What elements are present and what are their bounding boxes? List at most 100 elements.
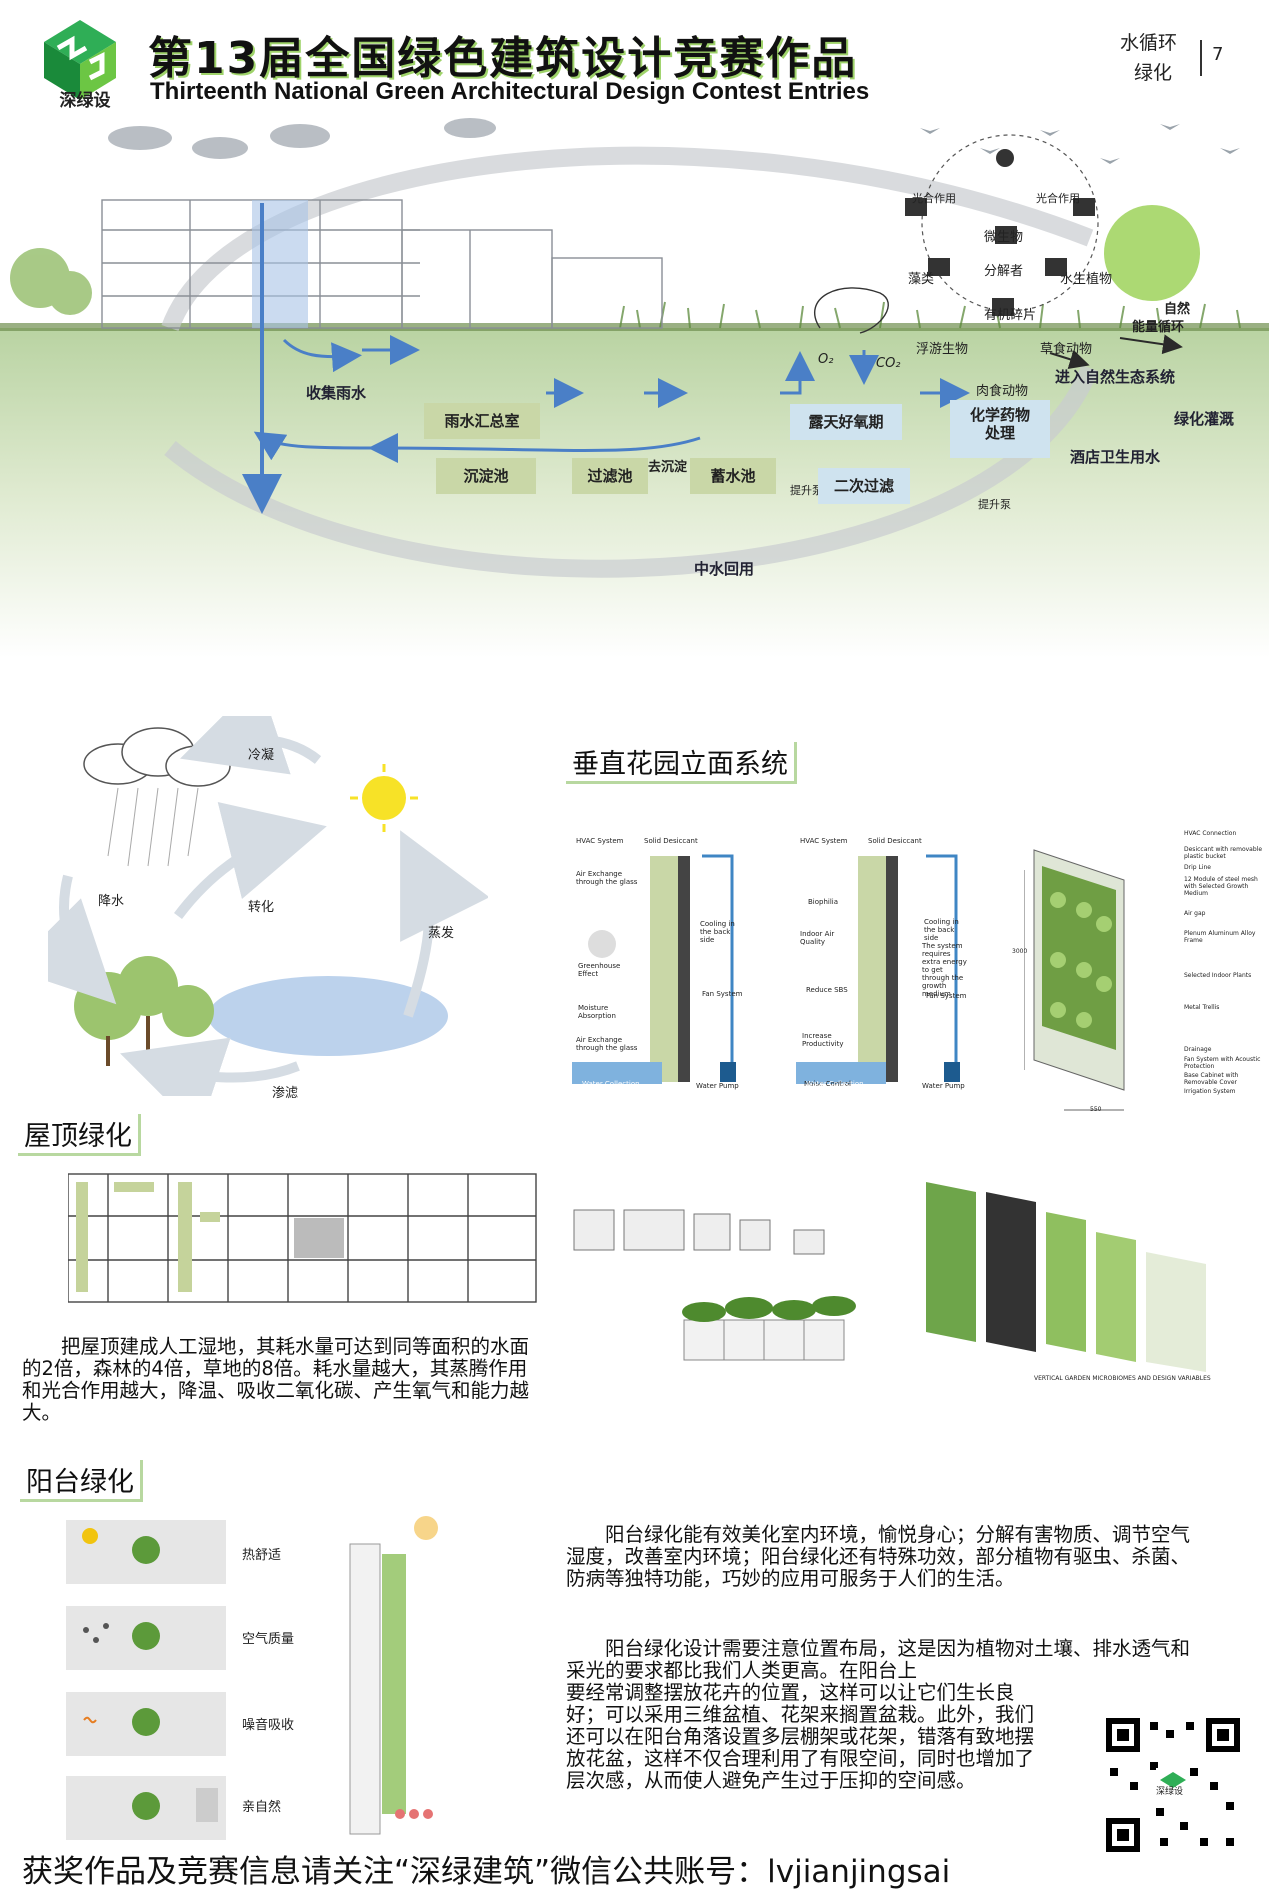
d1-water: Water Collection <box>582 1080 640 1088</box>
chem-label-1: 化学药物 <box>969 406 1030 424</box>
d3-module: 12 Module of steel mesh with Selected Gr… <box>1184 876 1258 897</box>
eco-algae: 藻类 <box>908 272 935 287</box>
d3-irrig: Irrigation System <box>1184 1088 1236 1095</box>
enter-eco-label: 进入自然生态系统 <box>1055 368 1176 386</box>
d3-hvac: HVAC Connection <box>1184 830 1237 837</box>
collect-rain-label: 收集雨水 <box>306 384 367 402</box>
secondary-filter-box: 二次过滤 <box>818 468 910 504</box>
d2-solid: Solid Desiccant <box>868 837 922 845</box>
eco-plankton: 浮游生物 <box>916 342 969 357</box>
logo-icon <box>44 20 116 100</box>
balcony-item-2: 空气质量 <box>242 1632 295 1647</box>
balcony-item-4: 亲自然 <box>242 1800 282 1815</box>
d1-solid: Solid Desiccant <box>644 837 698 845</box>
irrigation-label: 绿化灌溉 <box>1174 410 1235 428</box>
d2-hvac: HVAC System <box>800 837 848 845</box>
d1-cool: Cooling in the back side <box>700 920 735 944</box>
eco-energy1: 自然 <box>1164 302 1191 317</box>
qr-label: 深绿设 <box>1156 1787 1184 1797</box>
water-cycle-diagram <box>0 118 1269 658</box>
d2-fan: Fan System <box>926 992 967 1000</box>
reuse-label: 中水回用 <box>694 560 755 578</box>
vg-diagram-1 <box>572 836 740 1102</box>
d1-fan: Fan System <box>702 990 743 998</box>
d3-plants: Selected Indoor Plants <box>1184 972 1252 979</box>
hotel-label: 酒店卫生用水 <box>1070 448 1161 466</box>
page-title: 第13届全国绿色建筑设计竞赛作品 <box>148 33 858 84</box>
d1-green: Greenhouse Effect <box>578 962 621 978</box>
seep-label: 渗滤 <box>272 1086 299 1101</box>
eco-energy2: 能量循环 <box>1132 320 1185 335</box>
balcony-icons <box>66 1520 226 1840</box>
eco-microbes: 微生物 <box>984 230 1024 245</box>
d2-indoor: Indoor Air Quality <box>800 930 835 946</box>
pump1-label: 提升泵 <box>790 484 823 497</box>
open-oxygen-box: 露天好氧期 <box>790 404 902 440</box>
vg-diagram-3 <box>1024 849 1125 1111</box>
roof-text: 把屋顶建成人工湿地，其耗水量可达到同等面积的水面的2倍，森林的4倍，草地的8倍。… <box>22 1335 530 1424</box>
topic-tag-line1: 水循环 <box>1120 32 1178 54</box>
d3-drain: Drainage <box>1184 1046 1212 1053</box>
sediment-box: 沉淀池 <box>436 458 536 494</box>
balcony-item-1: 热舒适 <box>242 1548 282 1563</box>
eco-aquatic: 水生植物 <box>1060 272 1113 287</box>
filter-box: 过滤池 <box>572 458 648 494</box>
d2-extra: The system requires extra energy to get … <box>922 942 967 998</box>
eco-decomposer: 分解者 <box>984 264 1024 279</box>
pump2-label: 提升泵 <box>978 498 1011 511</box>
storage-box: 蓄水池 <box>690 458 776 494</box>
eco-photosyn1: 光合作用 <box>912 192 956 205</box>
d3-trellis: Metal Trellis <box>1184 1004 1220 1011</box>
page-subtitle: Thirteenth National Green Architectural … <box>150 78 870 105</box>
to-sediment-label: 去沉淀 <box>648 460 688 475</box>
vg-microbiome-explode <box>926 1182 1206 1372</box>
eco-photosyn2: 光合作用 <box>1036 192 1080 205</box>
d3-dim-h: 3000 <box>1012 948 1028 955</box>
o2-label: O₂ <box>818 352 834 367</box>
vg-diagram-2 <box>796 836 964 1102</box>
d2-bio: Biophilia <box>808 898 839 906</box>
balcony-text-1: 阳台绿化能有效美化室内环境，愉悦身心；分解有害物质、调节空气湿度，改善室内环境；… <box>566 1523 1191 1590</box>
roof-title: 屋顶绿化 <box>18 1114 141 1156</box>
d1-hvac: HVAC System <box>576 837 624 845</box>
tag-divider <box>1200 40 1202 76</box>
d3-gap: Air gap <box>1184 910 1206 917</box>
chem-treatment-box: 化学药物 处理 <box>950 400 1050 458</box>
evap-label: 蒸发 <box>428 926 455 941</box>
d1-moist: Moisture Absorption <box>578 1004 616 1020</box>
d3-cabinet: Base Cabinet with Removable Cover <box>1184 1072 1239 1086</box>
condense-label: 冷凝 <box>248 748 275 763</box>
eco-carnivore: 肉食动物 <box>976 384 1029 399</box>
micro-caption: VERTICAL GARDEN MICROBIOMES AND DESIGN V… <box>1034 1375 1211 1382</box>
eco-herbivore: 草食动物 <box>1040 342 1093 357</box>
d1-air1: Air Exchange through the glass <box>576 870 638 886</box>
qr-code[interactable] <box>1100 1712 1246 1858</box>
nature-cycle-diagram <box>48 716 488 1096</box>
balcony-title: 阳台绿化 <box>20 1460 143 1502</box>
eco-debris: 有机碎片 <box>984 308 1037 323</box>
logo-text: 深绿设 <box>59 91 111 111</box>
d2-water: Water Collection <box>806 1080 864 1088</box>
d3-desic: Desiccant with removable plastic bucket <box>1184 846 1263 860</box>
d1-pump: Water Pump <box>696 1082 739 1090</box>
d3-plenum: Plenum Aluminum Alloy Frame <box>1184 930 1256 944</box>
co2-label: CO₂ <box>876 356 901 371</box>
vertical-garden-title: 垂直花园立面系统 <box>566 742 797 784</box>
d1-air2: Air Exchange through the glass <box>576 1036 638 1052</box>
rain-room-box: 雨水汇总室 <box>424 403 540 439</box>
d3-drip: Drip Line <box>1184 864 1211 871</box>
d3-fanacoustic: Fan System with Acoustic Protection <box>1184 1056 1261 1070</box>
balcony-section-drawing <box>349 1516 438 1835</box>
d3-dim-w: 550 <box>1090 1106 1102 1113</box>
balcony-text-2b: 要经常调整摆放花卉的位置，这样可以让它们生长良好；可以采用三维盆植、花架来搁置盆… <box>566 1681 1035 1792</box>
convert-label: 转化 <box>248 900 275 915</box>
footer-notice: 获奖作品及竞赛信息请关注“深绿建筑”微信公共账号：lvjianjingsai <box>22 1854 951 1890</box>
d2-pump: Water Pump <box>922 1082 965 1090</box>
roof-plan <box>68 1173 537 1303</box>
page-number: 7 <box>1212 44 1224 65</box>
balcony-item-3: 噪音吸收 <box>242 1718 295 1733</box>
precip-label: 降水 <box>98 894 125 909</box>
d2-sbs: Reduce SBS <box>806 986 848 994</box>
d2-noise: Noise Control <box>804 1080 851 1088</box>
d2-prod: Increase Productivity <box>802 1032 844 1048</box>
